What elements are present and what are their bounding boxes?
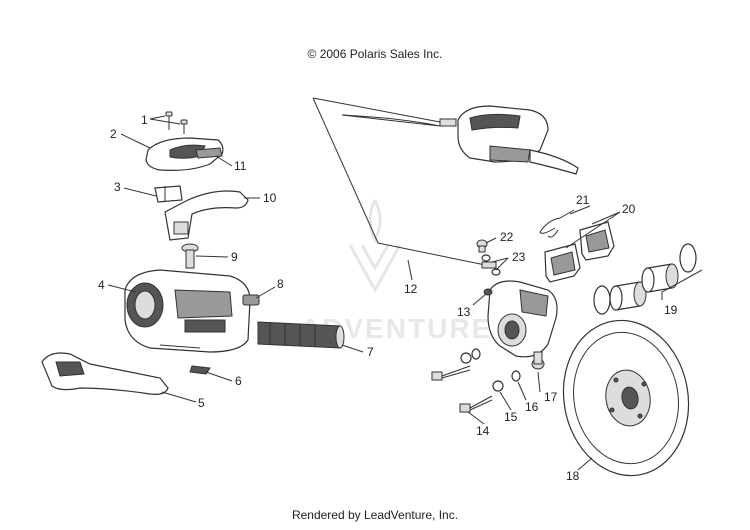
callout-23: 23	[512, 250, 526, 264]
callout-15: 15	[504, 410, 518, 424]
leader-lines-right	[407, 205, 703, 471]
part-17-caliper[interactable]	[487, 280, 558, 370]
part-12-brake-line[interactable]	[312, 97, 497, 269]
part-9-pin[interactable]	[181, 243, 199, 269]
callout-13: 13	[457, 305, 471, 319]
callout-7: 7	[367, 345, 374, 359]
callout-14: 14	[476, 424, 490, 438]
part-11-gasket[interactable]	[195, 147, 223, 159]
part-19-pistons-seals[interactable]	[593, 243, 697, 315]
part-8-fitting[interactable]	[242, 294, 260, 306]
callout-2: 2	[110, 127, 117, 141]
callout-17: 17	[544, 390, 558, 404]
callout-labels: 1 2 3 4 5 6 7 8 9 10 11 12 13 14 15 16 1…	[98, 113, 678, 483]
callout-20: 20	[622, 202, 636, 216]
leader-lines-left	[107, 115, 364, 403]
part-10-lever-arm[interactable]	[164, 190, 249, 241]
part-22-bleeder[interactable]	[476, 239, 488, 253]
callout-3: 3	[114, 180, 121, 194]
part-18-brake-disc[interactable]	[551, 310, 700, 485]
part-7-piston[interactable]	[257, 321, 345, 349]
callout-12: 12	[404, 282, 418, 296]
part-13-fitting[interactable]	[483, 288, 493, 296]
part-5-brake-lever[interactable]	[41, 352, 169, 395]
part-23-washers[interactable]	[481, 254, 501, 276]
callout-18: 18	[566, 469, 580, 483]
part-14-bolts[interactable]	[431, 365, 493, 413]
part-3-clip[interactable]	[154, 185, 183, 203]
handlebar-master-cylinder-assembly[interactable]	[457, 105, 579, 175]
callout-10: 10	[263, 191, 277, 205]
callout-21: 21	[576, 193, 590, 207]
callout-4: 4	[98, 278, 105, 292]
copyright-notice: © 2006 Polaris Sales Inc.	[307, 47, 443, 61]
callout-5: 5	[198, 396, 205, 410]
callout-11: 11	[234, 159, 247, 173]
part-6-clip[interactable]	[189, 365, 211, 375]
callout-9: 9	[231, 250, 238, 264]
rendered-by-footer: Rendered by LeadVenture, Inc.	[291, 508, 459, 522]
callout-16: 16	[525, 400, 539, 414]
callout-22: 22	[500, 230, 514, 244]
part-21-spring-clip[interactable]	[539, 209, 575, 238]
part-15-washers[interactable]	[460, 352, 504, 392]
watermark: ADVENTURE	[300, 199, 490, 344]
part-20-brake-pads[interactable]	[544, 221, 615, 283]
part-16-washers[interactable]	[471, 348, 521, 382]
callout-6: 6	[235, 374, 242, 388]
part-1-screws[interactable]	[165, 111, 188, 134]
callout-8: 8	[277, 277, 284, 291]
callout-19: 19	[664, 303, 678, 317]
callout-1: 1	[141, 113, 148, 127]
part-4-master-cylinder[interactable]	[124, 269, 251, 353]
